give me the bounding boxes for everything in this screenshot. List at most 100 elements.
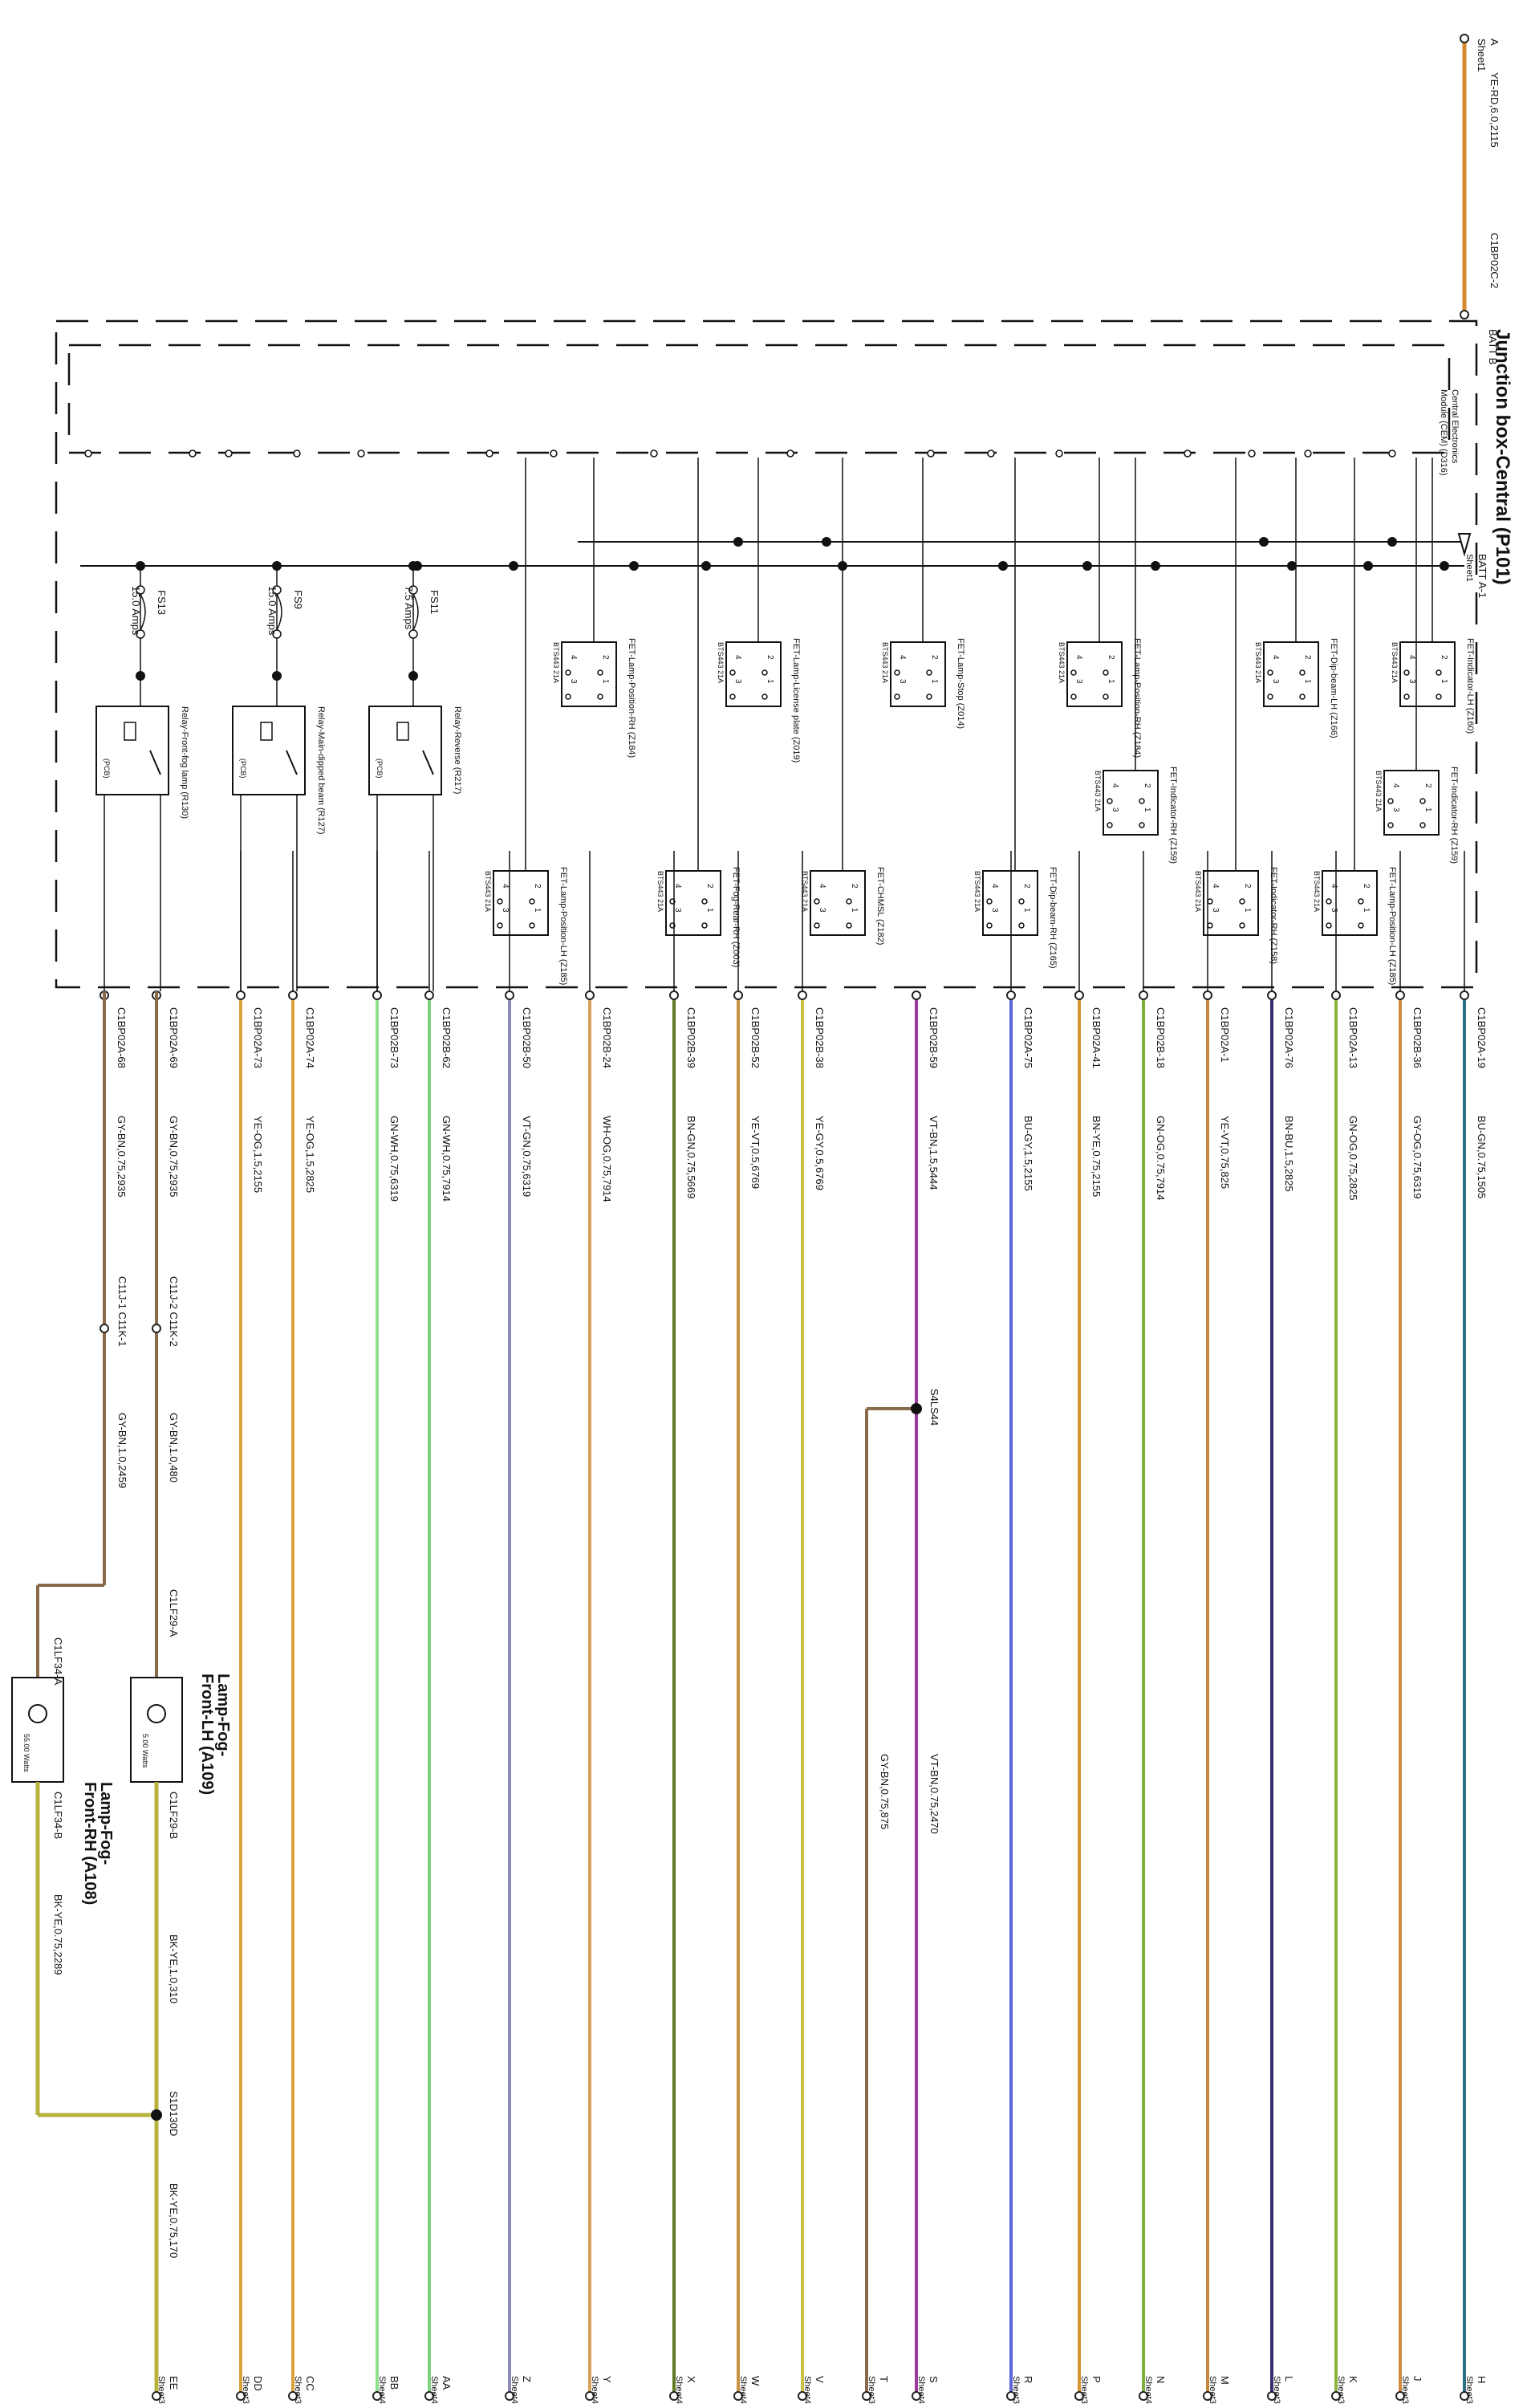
terminal-icon [862,2391,871,2401]
wire-connector: C1BP02B-18 [1155,1007,1167,1068]
terminal-icon [424,2391,434,2401]
fet-box[interactable] [1322,870,1378,936]
wire-connector: C1BP02B-62 [441,1007,453,1068]
fet-name: FET-Lamp-Position-LH (Z185) [1387,867,1397,985]
module-pin-icon [485,449,493,458]
fuse-rating: 7.5 Amps [403,586,415,630]
pin-icon [1267,694,1273,700]
junction-dot-icon [136,561,145,571]
pin-icon [729,694,736,700]
wire-sheet: Sheet3 [1208,2376,1217,2404]
fet-part: BTS443 21A [801,871,809,912]
fet-part: BTS443 21A [1375,771,1383,811]
fet-pin-label: 1 [601,679,610,684]
relay-coil-icon [396,722,409,741]
junction-dot-icon [1151,561,1160,571]
connector-pin-icon [372,990,382,1000]
wire-connector: C1BP02B-36 [1411,1007,1423,1068]
junction-box-border [55,319,1478,989]
relay-box[interactable] [232,706,306,795]
relay-box[interactable] [95,706,169,795]
wire-ref: Y [601,2376,613,2383]
input-terminal-icon [1460,34,1469,43]
fet-name: FET-Dip-beam-RH (Z165) [1048,867,1058,969]
pin-icon [1018,922,1025,929]
fet-pin-label: 4 [501,884,510,889]
terminal-icon [1331,2391,1341,2401]
lamp-fog-front-rh[interactable] [11,1677,64,1783]
junction-dot-icon [838,561,847,571]
module-pin-icon [987,449,995,458]
pin-icon [1070,669,1077,676]
ground-ref: EE [168,2376,180,2390]
wire-connector: C1BP02A-74 [304,1007,316,1068]
pin-icon [1403,669,1410,676]
fet-pin-label: 1 [1362,908,1371,913]
wire-label: YE-VT,0.5,6769 [749,1116,761,1189]
wire-ref: CC [304,2376,316,2391]
batt-a-label: BATT A-1 [1476,554,1488,598]
connector-pin-icon [1395,990,1405,1000]
lamp-lh-title: Front-LH (A109) [198,1674,216,1795]
fet-pin-label: 2 [1143,783,1151,788]
fuse-name: FS13 [156,590,168,615]
relay-switch-icon [149,750,161,775]
wire-ref: M [1219,2376,1231,2385]
fet-part: BTS443 21A [1313,871,1321,912]
wire-ref: Z [521,2376,533,2382]
lamp-rh-conn-in: C1LF34-A [52,1637,64,1686]
module-pin-icon [927,449,935,458]
pin-icon [729,669,736,676]
batt-a-arrow-icon [1457,533,1472,557]
junction-dot-icon [1287,561,1297,571]
fet-pin-label: 4 [818,884,826,889]
pin-icon [926,669,932,676]
pin-icon [814,898,820,905]
wire-ref: X [685,2376,697,2383]
wire-label: GN-OG,0.75,7914 [1155,1116,1167,1201]
fog-lamp-circuit: C11J-2 C11K-2 C11J-1 C11K-1 GY-BN,1.0,48… [11,991,232,2404]
wire-connector: C1BP02B-59 [928,1007,940,1068]
junction-dot-icon [1387,537,1397,547]
pin-icon [1419,798,1426,804]
wire-sheet: Sheet3 [1011,2376,1021,2404]
relay-box[interactable] [368,706,442,795]
fuse-link-icon [276,593,282,631]
lamp-fog-front-lh[interactable] [130,1677,183,1783]
splice-s4ls44: S4LS44 VT-BN,0.75,2470 GY-BN,0.75,875 T … [862,1389,940,2404]
pin-icon [1387,822,1394,828]
connector-pin-icon [1074,990,1084,1000]
wire-connector: C1BP02A-13 [1347,1007,1359,1068]
pin-icon [1139,822,1145,828]
module-pin-icon [550,449,558,458]
pin-icon [1207,922,1213,929]
pin-icon [497,922,503,929]
module-pin-icon [84,449,92,458]
splice-out-label: VT-BN,0.75,2470 [928,1754,940,1834]
pin-icon [1267,669,1273,676]
junction-dot-icon [1440,561,1449,571]
junction-dot-icon [733,537,743,547]
fet-pin-label: 1 [766,679,774,684]
pin-icon [497,898,503,905]
fet-pin-label: 1 [1243,908,1252,913]
fet-name: FET-Indicator-RH (Z158) [1269,867,1278,964]
terminal-icon [1006,2391,1016,2401]
